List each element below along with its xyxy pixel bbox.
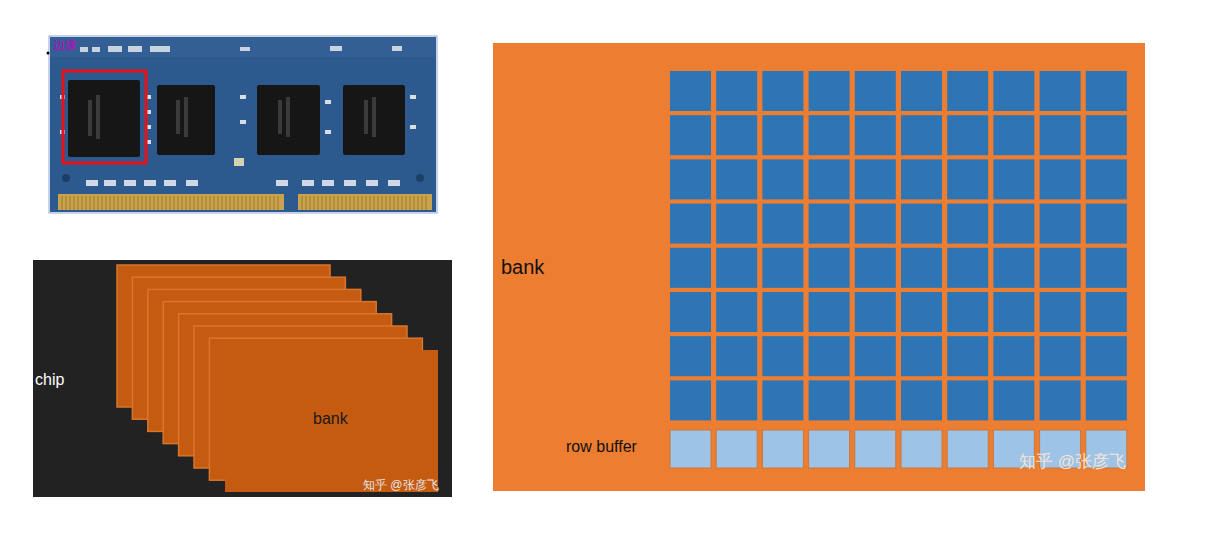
edge-tag: 边缘 bbox=[53, 39, 77, 53]
chip-panel: chip bank bbox=[33, 260, 452, 497]
bank-label: bank bbox=[313, 410, 348, 428]
chip-label: chip bbox=[35, 371, 64, 389]
bank-label: bank bbox=[501, 256, 544, 279]
cell-array bbox=[493, 43, 1145, 491]
row-buffer-label: row buffer bbox=[566, 438, 637, 456]
bank-layer: bank bbox=[225, 350, 438, 492]
bank-panel: bank row buffer bbox=[493, 43, 1145, 491]
watermark: 知乎 @张彦飞 bbox=[363, 479, 439, 493]
watermark: 知乎 @张彦飞 bbox=[1019, 452, 1126, 472]
